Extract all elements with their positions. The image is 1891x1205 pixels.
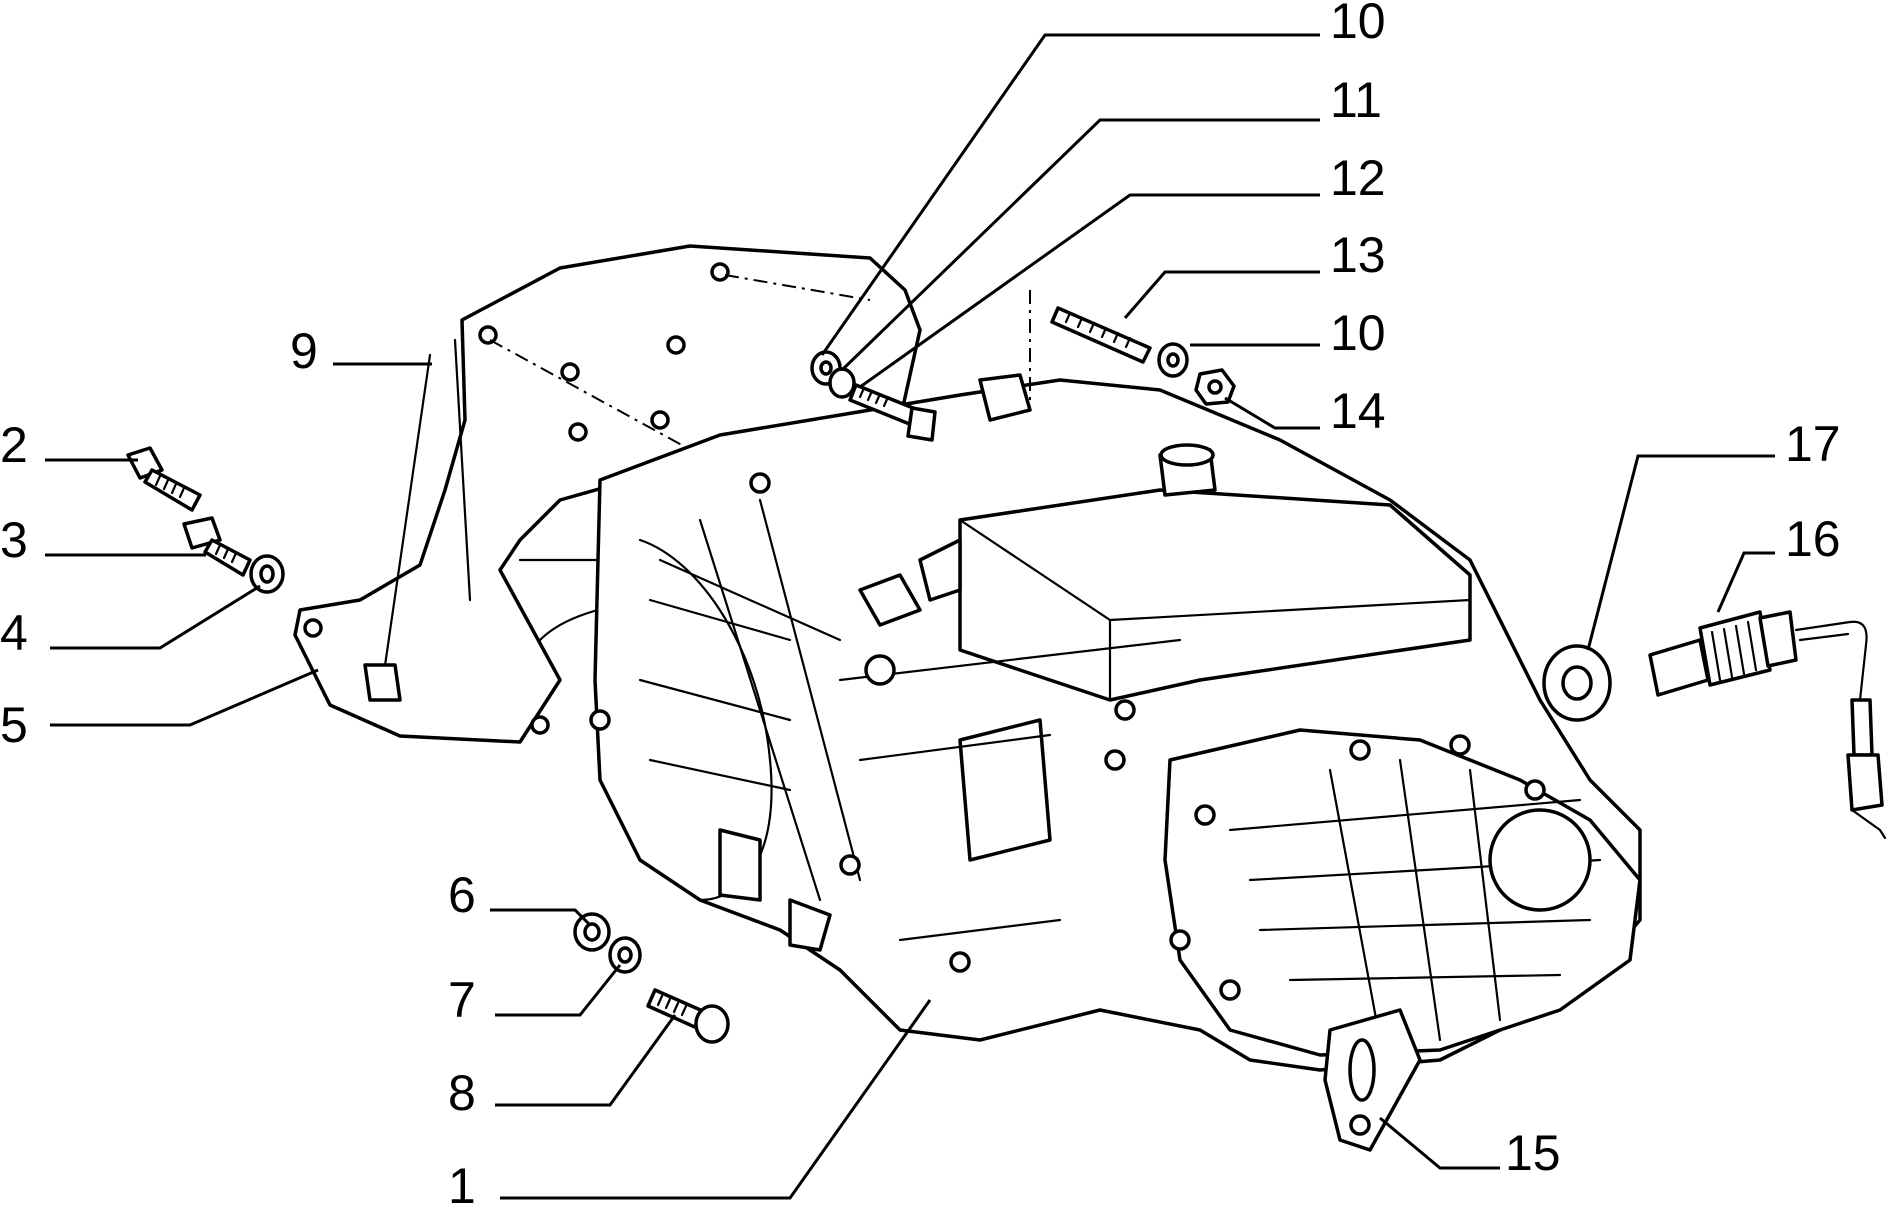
bolt-part-2 xyxy=(126,446,202,512)
callout-16: 16 xyxy=(1785,511,1841,567)
nut-part-14 xyxy=(1194,368,1236,406)
callout-4: 4 xyxy=(0,605,28,661)
callout-1: 1 xyxy=(448,1158,476,1205)
callout-11: 11 xyxy=(1330,72,1382,128)
bolt-part-8 xyxy=(646,988,730,1044)
washer-part-4 xyxy=(249,554,285,594)
callout-12: 12 xyxy=(1330,150,1386,206)
leader-lines xyxy=(45,33,1775,1200)
seal-part-17 xyxy=(1542,644,1612,722)
callout-8: 8 xyxy=(448,1065,476,1121)
stud-part-13 xyxy=(1050,306,1152,364)
callout-14: 14 xyxy=(1330,383,1386,439)
washer-part-11 xyxy=(828,367,856,399)
bolt-part-3 xyxy=(182,516,252,577)
washer-part-6 xyxy=(573,912,611,952)
callout-15: 15 xyxy=(1505,1125,1561,1181)
sensor-part-16 xyxy=(1648,610,1887,840)
washer-part-7 xyxy=(608,936,642,974)
callout-7: 7 xyxy=(448,972,476,1028)
callout-6: 6 xyxy=(448,867,476,923)
gearbox-housing xyxy=(589,373,1642,1072)
bracket-part-15 xyxy=(1323,1008,1422,1152)
bell-housing-cover-plate xyxy=(293,244,922,744)
bolt-part-12 xyxy=(848,383,937,442)
callout-labels: 1 2 3 4 5 6 7 8 9 10 11 12 13 10 14 17 1… xyxy=(0,0,1841,1205)
callout-10-top: 10 xyxy=(1330,0,1386,49)
washer-part-10-right xyxy=(1157,342,1189,378)
callout-10-right: 10 xyxy=(1330,305,1386,361)
callout-3: 3 xyxy=(0,512,28,568)
callout-17: 17 xyxy=(1785,416,1841,472)
callout-5: 5 xyxy=(0,697,28,753)
callout-9: 9 xyxy=(290,323,318,379)
callout-13: 13 xyxy=(1330,227,1386,283)
callout-2: 2 xyxy=(0,417,28,473)
